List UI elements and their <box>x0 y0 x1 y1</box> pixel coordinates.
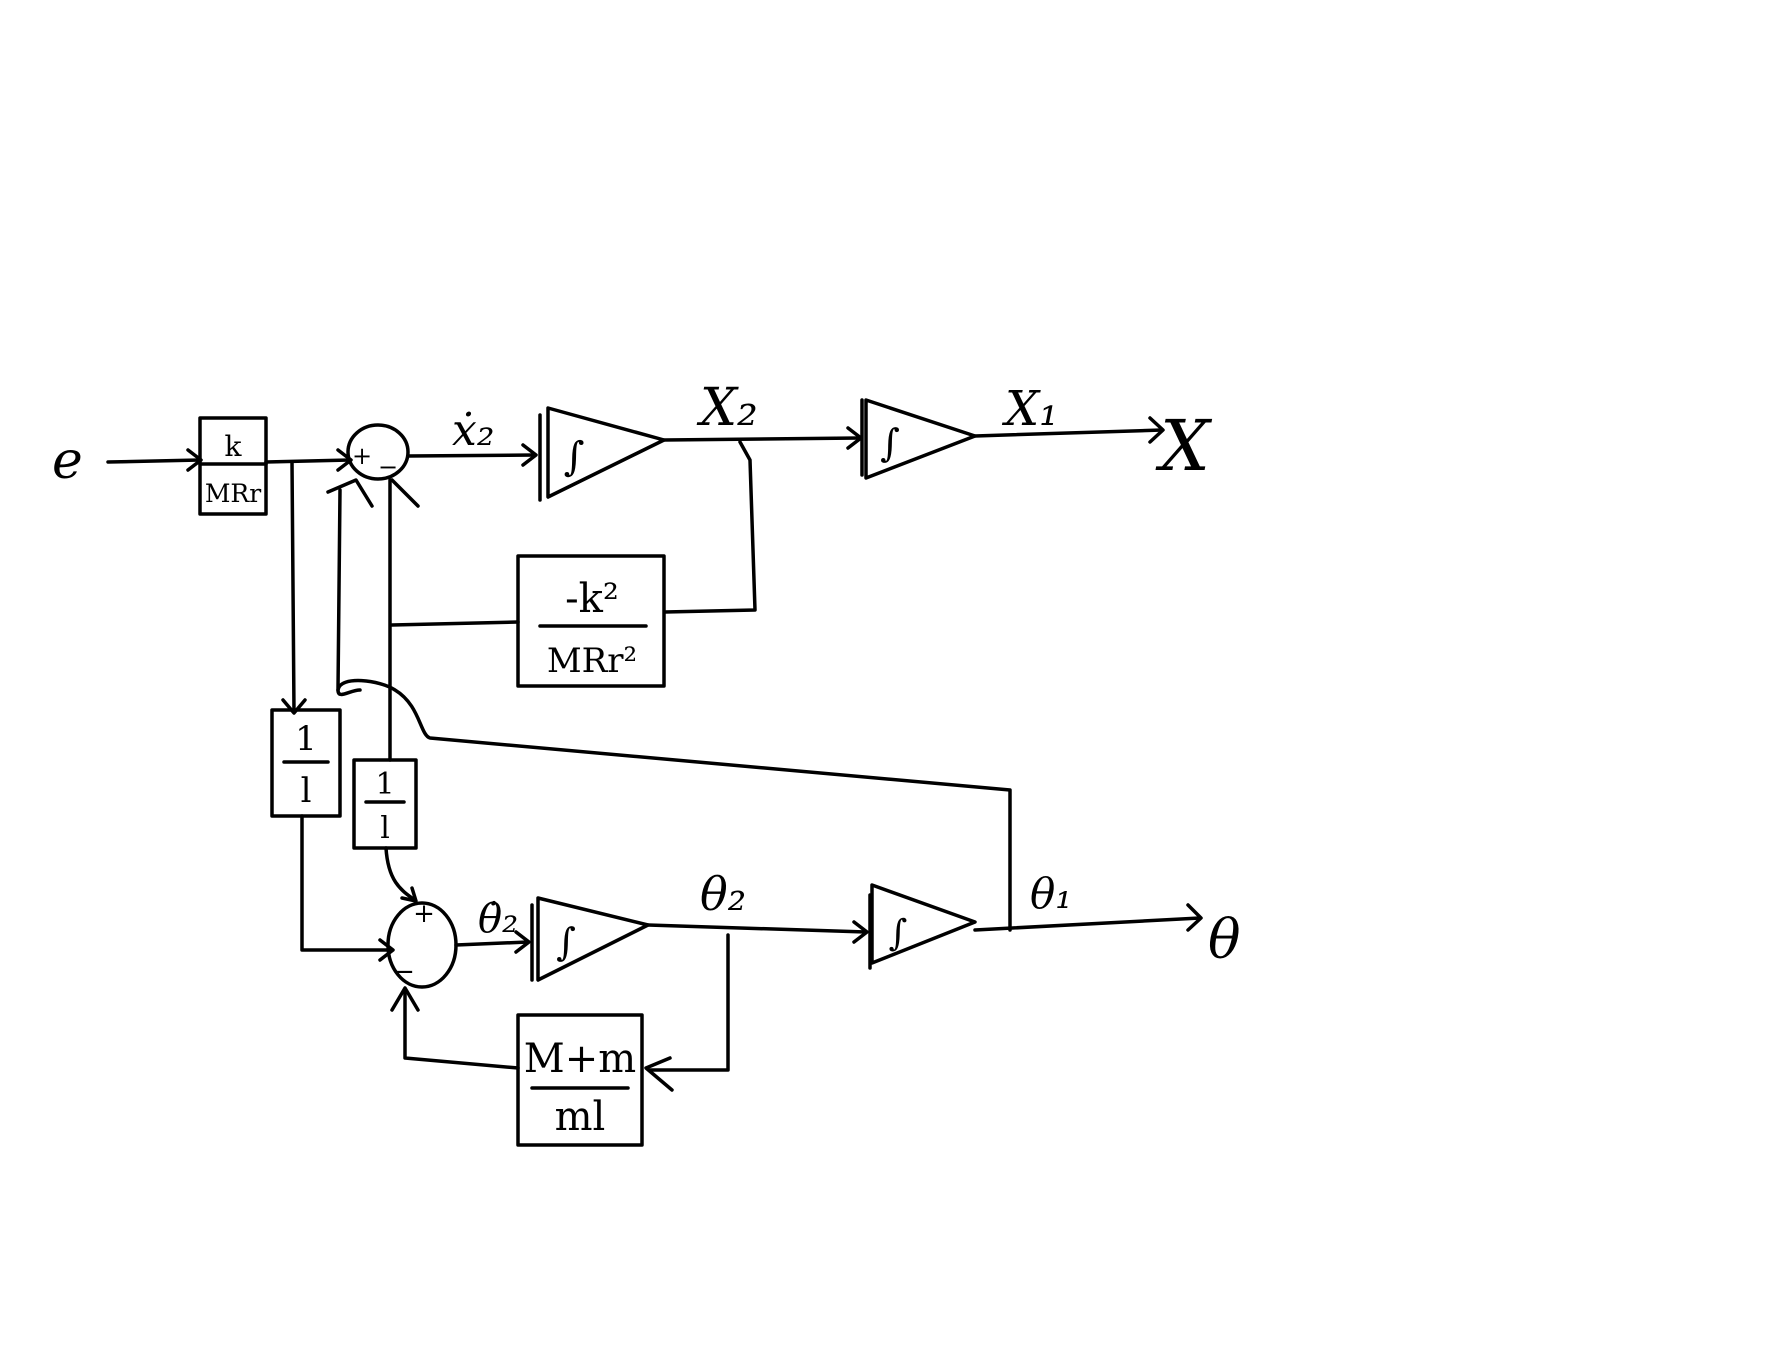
theta1-label: θ₁ <box>1030 869 1072 918</box>
integrator-theta-1-triangle <box>536 896 650 982</box>
feedback-theta-block-box <box>516 1013 644 1147</box>
inv-l-right-to-sum-bottom-arrowhead <box>400 886 418 903</box>
x2-signal-line <box>662 436 862 442</box>
feedback-x-block: -k² MRr² <box>516 554 666 688</box>
feedback-x-tap-line <box>663 440 757 614</box>
input-arrow <box>106 458 202 464</box>
inv-l-left-to-sum-bottom-line <box>300 814 394 952</box>
feedback-x-return-line <box>390 620 520 627</box>
feedback-theta-tap-line <box>648 933 730 1072</box>
x1-signal-line <box>973 428 1164 438</box>
theta2-signal-line <box>646 923 868 934</box>
inv-l-left-block: 1 l <box>270 708 342 818</box>
sum-bottom-plus-sign: + <box>413 899 435 929</box>
xdot-signal-arrowhead <box>521 443 538 467</box>
sum-junction-top-circle <box>346 423 410 481</box>
gain-block: k MRr <box>198 416 268 516</box>
sum-junction-bottom: + − <box>386 899 458 989</box>
integrator-x-1: ∫ <box>538 406 666 502</box>
inv-l-right-block-denominator: l <box>380 811 390 846</box>
integrator-x-2-symbol: ∫ <box>880 421 900 465</box>
theta2-label: θ₂ <box>700 867 746 921</box>
gain-block-denominator: MRr <box>205 479 261 508</box>
inv-l-left-block-denominator: l <box>301 771 312 811</box>
x2-label: X₂ <box>696 378 758 438</box>
inv-l-left-to-sum-bottom-arrowhead <box>378 938 395 962</box>
gain-to-inv-l-left-line <box>290 460 296 714</box>
gain-block-numerator: k <box>225 430 243 463</box>
integrator-theta-1: ∫ <box>530 896 650 982</box>
x1-signal-arrowhead <box>1148 416 1165 444</box>
input-label-e: e <box>52 431 83 491</box>
theta2-signal-arrowhead <box>852 920 869 944</box>
inv-l-left-block-box <box>270 708 342 818</box>
inv-l-right-to-sum-bottom-line <box>384 846 417 902</box>
integrator-x-2: ∫ <box>860 398 977 480</box>
theta1-signal-line <box>973 916 1202 932</box>
integrator-x-1-triangle <box>546 406 666 499</box>
sum-bottom-minus-sign: − <box>393 957 415 987</box>
inv-l-left-block-numerator: 1 <box>295 719 317 759</box>
feedback-x-block-denominator: MRr² <box>547 641 637 681</box>
theta1-signal-arrowhead <box>1186 903 1203 932</box>
integrator-x-2-triangle <box>864 398 977 480</box>
feedback-x-block-numerator: -k² <box>565 576 619 622</box>
theta-feedback-arc <box>336 678 1012 932</box>
gain-to-sum-top-line <box>264 458 352 464</box>
theta-dot-label: θ̇₂ <box>478 896 518 942</box>
xdot-signal-line <box>406 453 537 458</box>
integrator-theta-2-symbol: ∫ <box>889 913 908 954</box>
theta-feedback-to-sum-top-line <box>336 488 362 697</box>
sum-top-plus-sign: + <box>352 442 372 470</box>
inv-l-right-block-numerator: 1 <box>375 767 394 802</box>
x1-label: X₁ <box>1001 381 1058 437</box>
output-theta-label: θ <box>1208 908 1241 971</box>
inv-l-right-block: 1 l <box>352 758 418 850</box>
feedback-theta-return-arrowhead <box>390 986 420 1012</box>
sum-top-minus-sign: − <box>378 453 398 481</box>
velocity-label-x2-dot: ẋ₂ <box>452 405 494 456</box>
theta-dot-signal-line <box>454 940 530 947</box>
feedback-theta-return-line <box>403 988 520 1070</box>
feedback-theta-tap-arrowhead <box>644 1056 674 1092</box>
sum-top-bottom-arrow-right <box>390 478 420 508</box>
integrator-theta-1-symbol: ∫ <box>556 920 576 964</box>
integrator-x-1-symbol: ∫ <box>564 434 585 480</box>
gain-to-inv-l-left-arrowhead <box>281 698 307 715</box>
feedback-theta-block-denominator: ml <box>555 1094 606 1140</box>
sum-junction-top: + − <box>346 423 410 481</box>
feedback-theta-block: M+m ml <box>516 1013 644 1147</box>
integrator-theta-2-triangle <box>870 883 977 965</box>
integrator-theta-2: ∫ <box>868 883 977 970</box>
theta-dot-signal-arrowhead <box>514 930 531 954</box>
sum-top-bottom-arrow-left <box>326 478 374 508</box>
gain-block-box <box>198 416 268 516</box>
output-x-label: X <box>1155 405 1213 487</box>
feedback-theta-block-numerator: M+m <box>524 1036 636 1082</box>
